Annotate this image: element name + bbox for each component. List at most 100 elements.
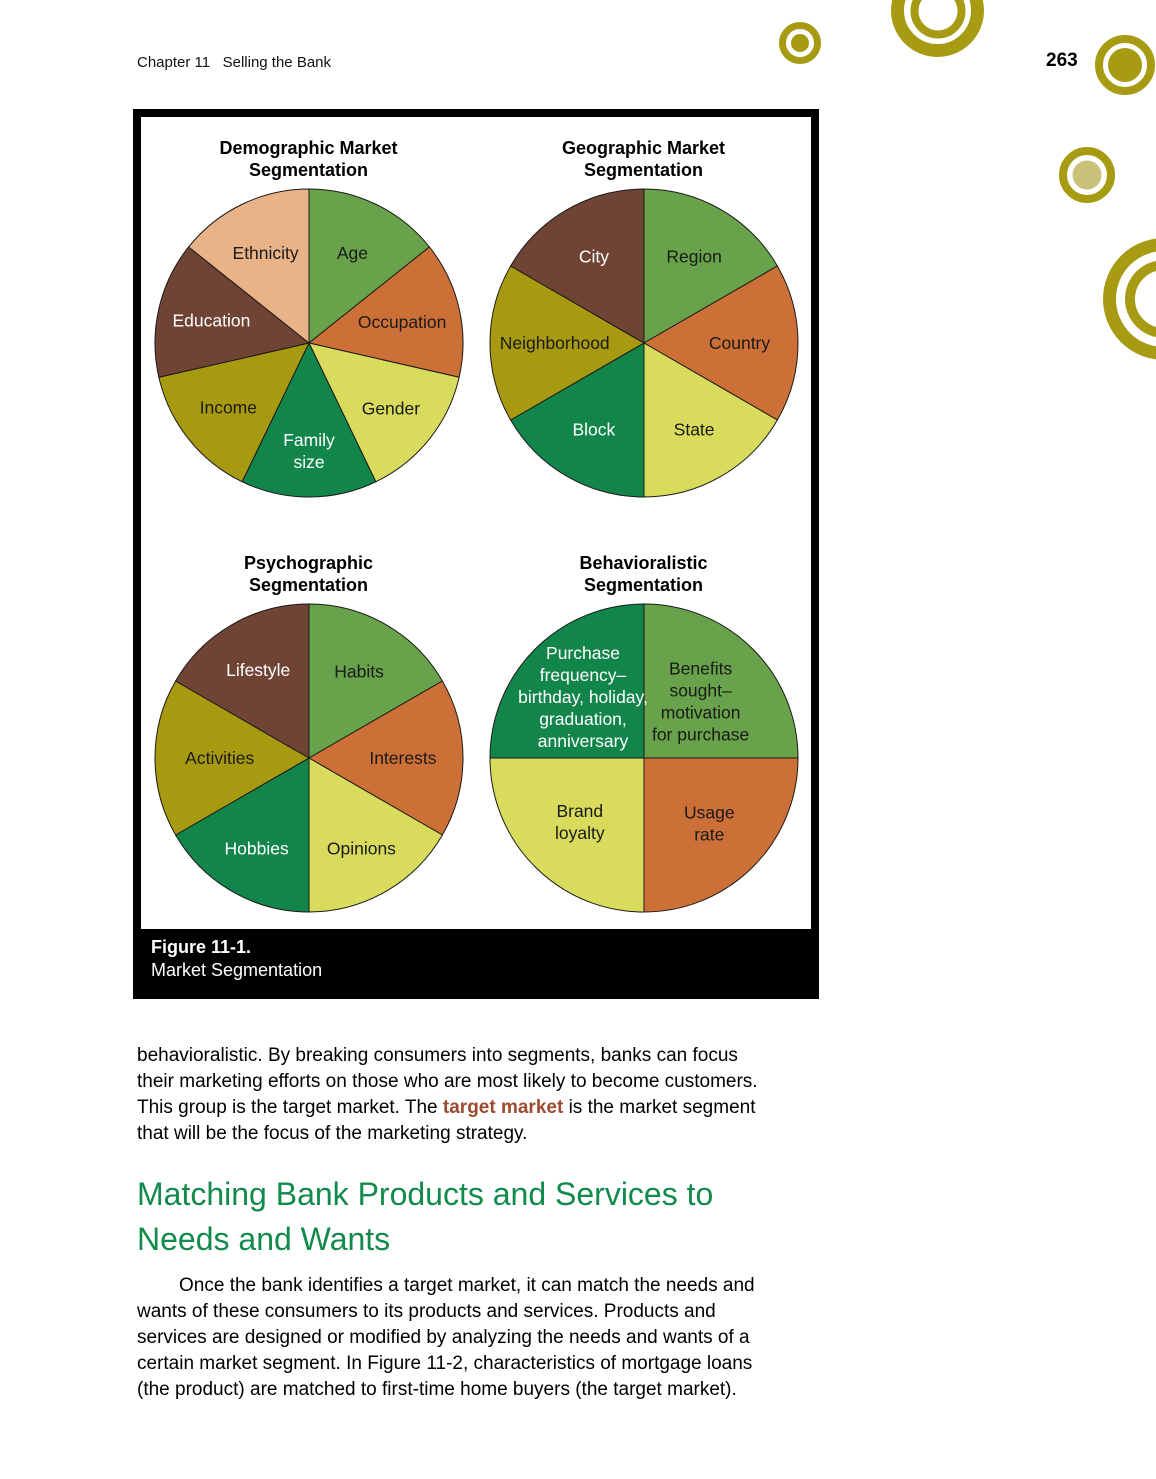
pie-slice bbox=[153, 680, 310, 836]
pie-slice bbox=[509, 342, 644, 498]
section-heading: Matching Bank Products and Services to N… bbox=[137, 1176, 714, 1257]
pie-slice bbox=[307, 680, 464, 836]
pie-slice bbox=[154, 246, 310, 378]
pie-slice bbox=[157, 342, 310, 483]
decorative-ring-dot bbox=[791, 34, 809, 52]
decorative-ring-small bbox=[779, 22, 821, 64]
figure-caption-label: Figure 11-1. bbox=[151, 937, 252, 957]
pie-slice bbox=[509, 188, 644, 344]
pie-slice bbox=[643, 603, 799, 759]
pie-slice bbox=[241, 341, 376, 498]
pie-title: Psychographic Segmentation bbox=[243, 553, 374, 595]
decorative-inner-ring bbox=[910, 0, 965, 38]
pie-title: Geographic Market Segmentation bbox=[561, 138, 726, 180]
pie-slice-label: Age bbox=[336, 243, 367, 263]
pie-slice bbox=[643, 188, 778, 344]
pie-title: Demographic Market Segmentation bbox=[219, 138, 398, 180]
text-segment: is the market segment bbox=[563, 1097, 756, 1118]
text-line: their marketing efforts on those who are… bbox=[137, 1069, 827, 1095]
decorative-ring-edge bbox=[1103, 238, 1156, 360]
text-segment: their marketing efforts on those who are… bbox=[137, 1071, 758, 1092]
pie-slice bbox=[488, 757, 644, 913]
pie-slice bbox=[488, 265, 645, 421]
pie-slice bbox=[307, 246, 463, 378]
text-line: certain market segment. In Figure 11-2, … bbox=[137, 1351, 827, 1377]
pie-slice bbox=[308, 603, 443, 759]
body-text: behavioralistic. By breaking consumers i… bbox=[137, 1043, 827, 1403]
decorative-inner-ring bbox=[1125, 260, 1156, 338]
figure-caption-title: Market Segmentation bbox=[151, 960, 323, 980]
decorative-ring-light bbox=[1059, 147, 1115, 203]
pie-slice-label: Income bbox=[199, 397, 256, 417]
pie-slice-label: Gender bbox=[361, 398, 420, 418]
pie-slice bbox=[174, 603, 309, 759]
pie-slice bbox=[174, 757, 309, 913]
decorative-ring-pagenum bbox=[1095, 35, 1155, 95]
text-line: Once the bank identifies a target market… bbox=[137, 1273, 827, 1299]
decorative-ring-top bbox=[891, 0, 984, 57]
text-line: This group is the target market. The tar… bbox=[137, 1095, 827, 1121]
text-segment: wants of these consumers to its products… bbox=[137, 1301, 716, 1322]
pie-slice-label: Occupation bbox=[357, 312, 446, 332]
decorative-ring-dot bbox=[1072, 160, 1102, 190]
text-line: (the product) are matched to first-time … bbox=[137, 1377, 827, 1403]
pie-svg: HabitsInterestsOpinionsHobbiesActivities… bbox=[153, 603, 464, 913]
paragraph-target-market: behavioralistic. By breaking consumers i… bbox=[137, 1043, 827, 1147]
pie-slice-label: Interests bbox=[369, 748, 436, 768]
text-line: behavioralistic. By breaking consumers i… bbox=[137, 1043, 827, 1069]
pie-slice bbox=[488, 603, 644, 759]
paragraph-matching-products: Once the bank identifies a target market… bbox=[137, 1273, 827, 1403]
pie-slice-label: Block bbox=[572, 420, 615, 440]
pie-slice bbox=[642, 265, 799, 421]
text-segment: Once the bank identifies a target market… bbox=[179, 1275, 755, 1296]
pie-slice bbox=[643, 757, 799, 913]
page-number: 263 bbox=[1046, 50, 1078, 71]
text-segment: This group is the target market. The bbox=[137, 1097, 443, 1118]
text-line: wants of these consumers to its products… bbox=[137, 1299, 827, 1325]
pie-slice-label: Ethnicity bbox=[232, 243, 298, 263]
text-segment: services are designed or modified by ana… bbox=[137, 1327, 750, 1348]
pie-slice-label: City bbox=[578, 246, 608, 266]
pie-slice-label: Hobbies bbox=[224, 839, 288, 859]
text-segment: behavioralistic. By breaking consumers i… bbox=[137, 1045, 738, 1066]
pie-slice bbox=[307, 342, 460, 483]
pie-slice-label: Region bbox=[666, 246, 721, 266]
pie-slice-label: Education bbox=[172, 311, 250, 331]
pie-slice bbox=[308, 757, 443, 913]
text-segment: that will be the focus of the marketing … bbox=[137, 1123, 528, 1144]
key-term: target market bbox=[442, 1097, 564, 1118]
pie-slice bbox=[643, 342, 778, 498]
pie-slice-label: State bbox=[673, 420, 714, 440]
pie-slice-label: Country bbox=[708, 333, 770, 353]
pie-title: Behavioralistic Segmentation bbox=[579, 553, 708, 595]
decorative-ring-dot bbox=[1108, 48, 1142, 82]
text-line: that will be the focus of the marketing … bbox=[137, 1121, 827, 1147]
figure-caption: Figure 11-1. Market Segmentation bbox=[141, 929, 811, 991]
text-line: services are designed or modified by ana… bbox=[137, 1325, 827, 1351]
pie-slice bbox=[187, 188, 309, 345]
text-segment: (the product) are matched to first-time … bbox=[137, 1379, 737, 1400]
text-segment: certain market segment. In Figure 11-2, … bbox=[137, 1353, 753, 1374]
pie-slice-label: Lifestyle bbox=[226, 660, 290, 680]
pie-slice-label: Activities bbox=[185, 748, 254, 768]
chapter-header: Chapter 11 Selling the Bank bbox=[137, 54, 332, 71]
pie-slice-label: Neighborhood bbox=[499, 333, 609, 353]
